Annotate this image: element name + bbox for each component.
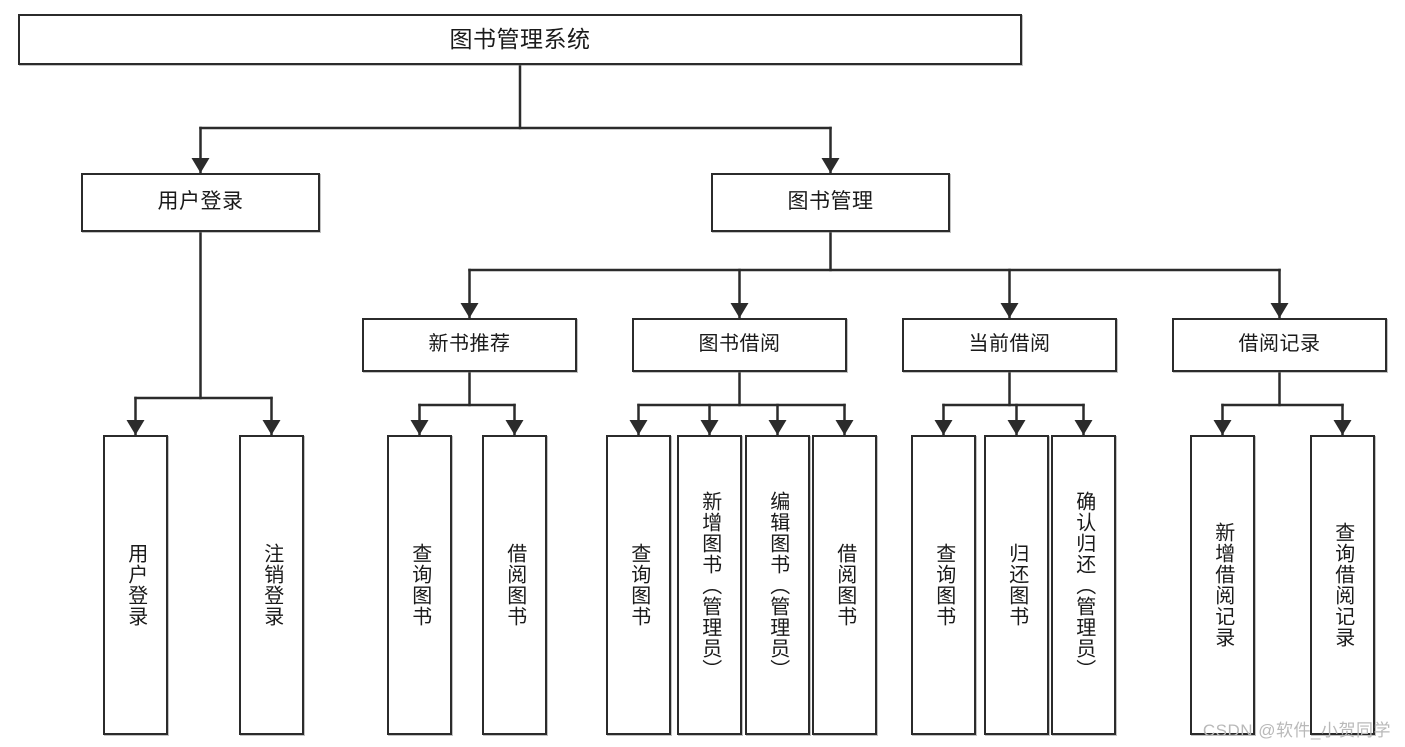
arrow-head	[821, 158, 840, 173]
arrow-head	[934, 420, 953, 435]
node-new-book-rec[interactable]: 新书推荐	[362, 318, 577, 372]
node-label: 查询借阅记录	[1331, 522, 1354, 648]
node-borrow-record[interactable]: 借阅记录	[1172, 318, 1387, 372]
node-leaf-cb-query[interactable]: 查询图书	[911, 435, 976, 735]
arrow-head	[1213, 420, 1232, 435]
node-leaf-bb-borrow[interactable]: 借阅图书	[812, 435, 877, 735]
node-label: 查询图书	[932, 543, 955, 627]
arrow-head	[629, 420, 648, 435]
node-label: 查询图书	[408, 543, 431, 627]
node-label: 图书借阅	[698, 333, 781, 356]
arrow-head	[262, 420, 281, 435]
arrow-head	[410, 420, 429, 435]
node-leaf-user-logout[interactable]: 注销登录	[239, 435, 304, 735]
arrow-head	[126, 420, 145, 435]
node-leaf-bb-edit[interactable]: 编辑图书（管理员）	[745, 435, 810, 735]
arrow-head	[835, 420, 854, 435]
arrow-head	[1333, 420, 1352, 435]
node-label: 新增借阅记录	[1211, 522, 1234, 648]
node-root[interactable]: 图书管理系统	[18, 14, 1022, 65]
node-leaf-rec-query[interactable]: 查询图书	[387, 435, 452, 735]
node-leaf-rec-borrow[interactable]: 借阅图书	[482, 435, 547, 735]
node-book-manage[interactable]: 图书管理	[711, 173, 950, 232]
node-leaf-bb-query[interactable]: 查询图书	[606, 435, 671, 735]
node-current-borrow[interactable]: 当前借阅	[902, 318, 1117, 372]
node-book-borrow[interactable]: 图书借阅	[632, 318, 847, 372]
node-label: 用户登录	[157, 190, 244, 214]
arrow-head	[730, 303, 749, 318]
node-label: 借阅图书	[503, 543, 526, 627]
node-label: 确认归还（管理员）	[1072, 490, 1095, 680]
node-leaf-br-add[interactable]: 新增借阅记录	[1190, 435, 1255, 735]
node-label: 查询图书	[627, 543, 650, 627]
node-label: 借阅记录	[1238, 333, 1321, 356]
node-label: 归还图书	[1005, 543, 1028, 627]
node-label: 编辑图书（管理员）	[766, 490, 789, 680]
arrow-head	[191, 158, 210, 173]
arrow-head	[700, 420, 719, 435]
node-leaf-user-login[interactable]: 用户登录	[103, 435, 168, 735]
arrow-head	[1000, 303, 1019, 318]
node-label: 新书推荐	[428, 333, 511, 356]
node-label: 当前借阅	[968, 333, 1051, 356]
node-label: 新增图书（管理员）	[698, 490, 721, 680]
arrow-head	[1074, 420, 1093, 435]
node-leaf-cb-return[interactable]: 归还图书	[984, 435, 1049, 735]
node-leaf-br-query[interactable]: 查询借阅记录	[1310, 435, 1375, 735]
watermark-label: CSDN @软件_小贺同学	[1202, 721, 1391, 740]
node-label: 图书管理	[787, 190, 874, 214]
node-label: 图书管理系统	[449, 25, 591, 52]
arrow-head	[768, 420, 787, 435]
node-label: 用户登录	[124, 543, 147, 627]
node-label: 借阅图书	[833, 543, 856, 627]
node-leaf-cb-confirm[interactable]: 确认归还（管理员）	[1051, 435, 1116, 735]
arrow-head	[1007, 420, 1026, 435]
node-user-login[interactable]: 用户登录	[81, 173, 320, 232]
node-label: 注销登录	[260, 543, 283, 627]
arrow-head	[460, 303, 479, 318]
node-leaf-bb-add[interactable]: 新增图书（管理员）	[677, 435, 742, 735]
arrow-head	[505, 420, 524, 435]
arrow-head	[1270, 303, 1289, 318]
